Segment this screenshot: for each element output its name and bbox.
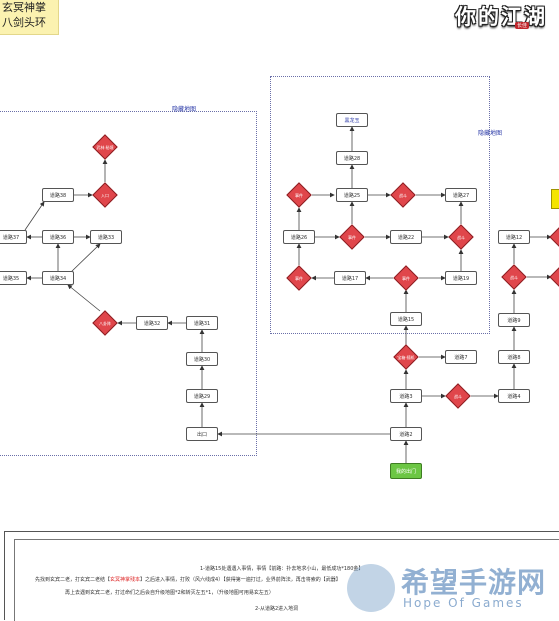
description-panel: 1-道路15处遇遇入事情，事情【前路：扑去地求小山，最低成功*180金】 先找到… — [4, 531, 559, 621]
node-38: 道路38 — [42, 188, 74, 202]
watermark: 希望手游网 Hope Of Games — [345, 558, 559, 619]
node-start: 我的出门 — [390, 463, 422, 479]
node-35: 道路35 — [0, 271, 27, 285]
diamond-mid-22R: 战斗 — [448, 224, 474, 250]
diamond-left-top-label: 武林·秘境 — [96, 144, 114, 150]
diamond-left-32-label: 八卦阵 — [99, 320, 111, 326]
diamond-mid-center-label: 事件 — [348, 234, 356, 240]
diamond-mid-4-label: 战斗 — [454, 393, 462, 399]
description-panel-inner — [14, 539, 559, 621]
diamond-mid-17L: 事件 — [286, 265, 312, 291]
node-31: 道路31 — [186, 316, 218, 330]
diamond-left-38: 入口 — [92, 182, 118, 208]
diamond-right-10: 战斗 — [501, 264, 527, 290]
diamond-right-12-label — [549, 224, 559, 250]
node-exit: 出口 — [186, 427, 218, 441]
diamond-left-38-label: 入口 — [101, 192, 109, 198]
highlight-text: 玄冥神掌残本 — [110, 577, 141, 583]
node-2: 道路2 — [390, 427, 422, 441]
node-28: 道路28 — [336, 151, 368, 165]
diamond-left-32: 八卦阵 — [92, 310, 118, 336]
node-22: 道路22 — [390, 230, 422, 244]
node-17: 道路17 — [334, 271, 366, 285]
node-7: 道路7 — [445, 350, 477, 364]
diamond-right-edge — [549, 264, 559, 290]
watermark-cn: 希望手游网 — [401, 566, 547, 599]
desc-line-3: 再上去遇到玄宾二老，打过命们之后会自升级地图*2和转灭左五*1，（升级地图可用易… — [65, 590, 274, 596]
node-29: 道路29 — [186, 389, 218, 403]
note-line-2: 八剑头环 — [2, 16, 46, 29]
diamond-mid-25R: 战斗 — [390, 182, 416, 208]
yellow-marker — [551, 189, 559, 209]
logo-seal: 长佳 — [515, 22, 530, 29]
watermark-logo-icon — [347, 564, 395, 612]
edge-34-33 — [69, 243, 101, 274]
diamond-mid-25L: 事件 — [286, 182, 312, 208]
node-12: 道路12 — [498, 230, 530, 244]
node-30: 道路30 — [186, 352, 218, 366]
edge-37-38 — [24, 201, 45, 231]
flow-connectors — [0, 126, 552, 463]
diamond-right-12 — [549, 224, 559, 250]
node-37: 道路37 — [0, 230, 27, 244]
watermark-en: Hope Of Games — [403, 596, 524, 610]
diamond-mid-7: 宝箱·随机 — [393, 344, 419, 370]
sticky-note: 玄冥神掌 八剑头环 — [0, 0, 59, 35]
region-left-hidden — [0, 111, 257, 456]
logo-text: 你的江湖 — [455, 4, 547, 29]
desc-line-2: 先找到玄宾二老，打玄宾二老结【玄冥神掌残本】之后进入事情，打败（风六线成4）【获… — [35, 577, 341, 583]
node-34: 道路34 — [42, 271, 74, 285]
node-top: 黑龙玉 — [336, 113, 368, 127]
diamond-right-10-label: 战斗 — [510, 274, 518, 280]
region-mid-label: 隐藏地图 — [478, 130, 503, 137]
diamond-mid-7-label: 宝箱·随机 — [397, 354, 415, 360]
node-15: 道路15 — [390, 312, 422, 326]
node-3: 道路3 — [390, 389, 422, 403]
diamond-mid-17L-label: 事件 — [295, 275, 303, 281]
game-logo: 你的江湖 长佳 — [455, 0, 559, 32]
note-line-1: 玄冥神掌 — [2, 1, 46, 14]
node-27: 道路27 — [445, 188, 477, 202]
diamond-mid-19: 事件 — [393, 265, 419, 291]
node-33: 道路33 — [90, 230, 122, 244]
node-4: 道路4 — [498, 389, 530, 403]
node-36: 道路36 — [42, 230, 74, 244]
region-mid-hidden — [270, 76, 490, 334]
node-9: 道路9 — [498, 313, 530, 327]
diamond-mid-4: 战斗 — [445, 383, 471, 409]
diamond-mid-22R-label: 战斗 — [457, 234, 465, 240]
node-8: 道路8 — [498, 350, 530, 364]
node-26: 道路26 — [283, 230, 315, 244]
node-19: 道路19 — [445, 271, 477, 285]
diamond-left-top: 武林·秘境 — [92, 134, 118, 160]
region-left-label: 隐藏地图 — [172, 106, 197, 113]
diamond-mid-19-label: 事件 — [402, 275, 410, 281]
desc-line-4: 2-从道路2进入地洞 — [255, 606, 299, 612]
node-25-label: 道路25 — [343, 192, 361, 199]
desc-line-1: 1-道路15处遇遇入事情，事情【前路：扑去地求小山，最低成功*180金】 — [200, 566, 364, 572]
node-32: 道路32 — [136, 316, 168, 330]
diamond-mid-center: 事件 — [339, 224, 365, 250]
diamond-mid-25R-label: 战斗 — [399, 192, 407, 198]
diamond-mid-25L-label: 事件 — [295, 192, 303, 198]
edge-d32-34 — [67, 284, 101, 312]
node-25-box: 道路25 — [336, 188, 368, 202]
